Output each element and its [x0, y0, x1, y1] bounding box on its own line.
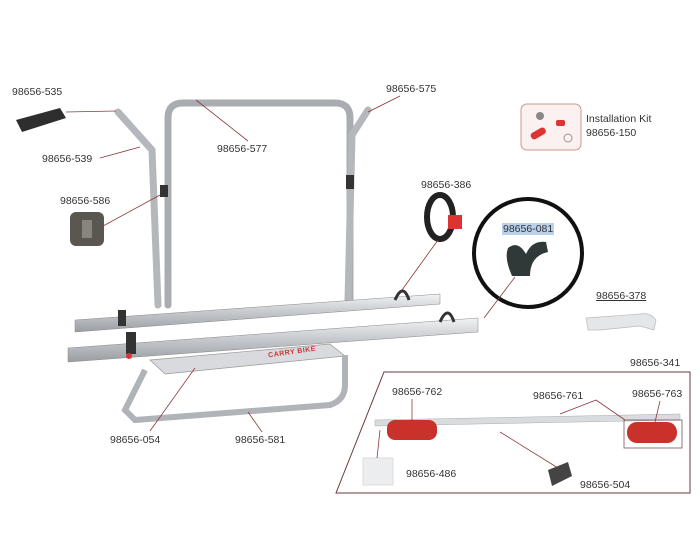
light-frame — [623, 419, 683, 449]
arm-98656-575 — [344, 106, 372, 304]
label-98656-341: 98656-341 — [630, 357, 681, 369]
label-98656-504: 98656-504 — [580, 479, 631, 491]
part-98656-378 — [585, 313, 657, 331]
part-98656-081 — [506, 241, 548, 276]
label-98656-581: 98656-581 — [235, 434, 286, 446]
label-98656-378: 98656-378 — [596, 290, 647, 302]
label-98656-486: 98656-486 — [406, 468, 457, 480]
light-98656-763 — [627, 422, 677, 443]
clamp — [346, 175, 354, 189]
wheel-holder — [118, 310, 126, 326]
strap — [438, 311, 456, 323]
label-98656-761: 98656-761 — [533, 390, 584, 402]
label-98656-539: 98656-539 — [42, 153, 93, 165]
wheel-holder — [126, 332, 136, 354]
part-98656-386-strap — [424, 192, 462, 242]
part-98656-504 — [548, 462, 572, 486]
label-98656-386: 98656-386 — [421, 179, 472, 191]
installation-kit-image — [520, 103, 582, 151]
lighting-kit-box-98656-341 — [335, 371, 691, 494]
part-98656-535 — [16, 108, 66, 132]
frame-98656-577 — [164, 99, 354, 309]
part-98656-586 — [70, 212, 104, 246]
label-98656-763: 98656-763 — [632, 388, 683, 400]
strap-buckle — [126, 353, 132, 359]
label-98656-575: 98656-575 — [386, 83, 437, 95]
arm-98656-539 — [114, 108, 162, 309]
part-98656-486 — [362, 457, 394, 486]
label-98656-054: 98656-054 — [110, 434, 161, 446]
label-98656-150: 98656-150 — [586, 127, 637, 139]
clamp — [160, 185, 168, 197]
label-98656-577: 98656-577 — [217, 143, 268, 155]
label-98656-586: 98656-586 — [60, 195, 111, 207]
label-98656-535: 98656-535 — [12, 86, 63, 98]
label-98656-762: 98656-762 — [392, 386, 443, 398]
label-installation-kit: Installation Kit — [586, 113, 652, 125]
highlight-circle — [472, 197, 584, 309]
label-98656-081: 98656-081 — [502, 223, 555, 235]
leader-lines — [65, 95, 661, 469]
light-98656-762 — [387, 420, 437, 440]
lower-frame-98656-581 — [121, 355, 348, 424]
rail-upper — [74, 293, 441, 333]
rail-lower — [67, 317, 479, 363]
strap — [393, 289, 411, 301]
